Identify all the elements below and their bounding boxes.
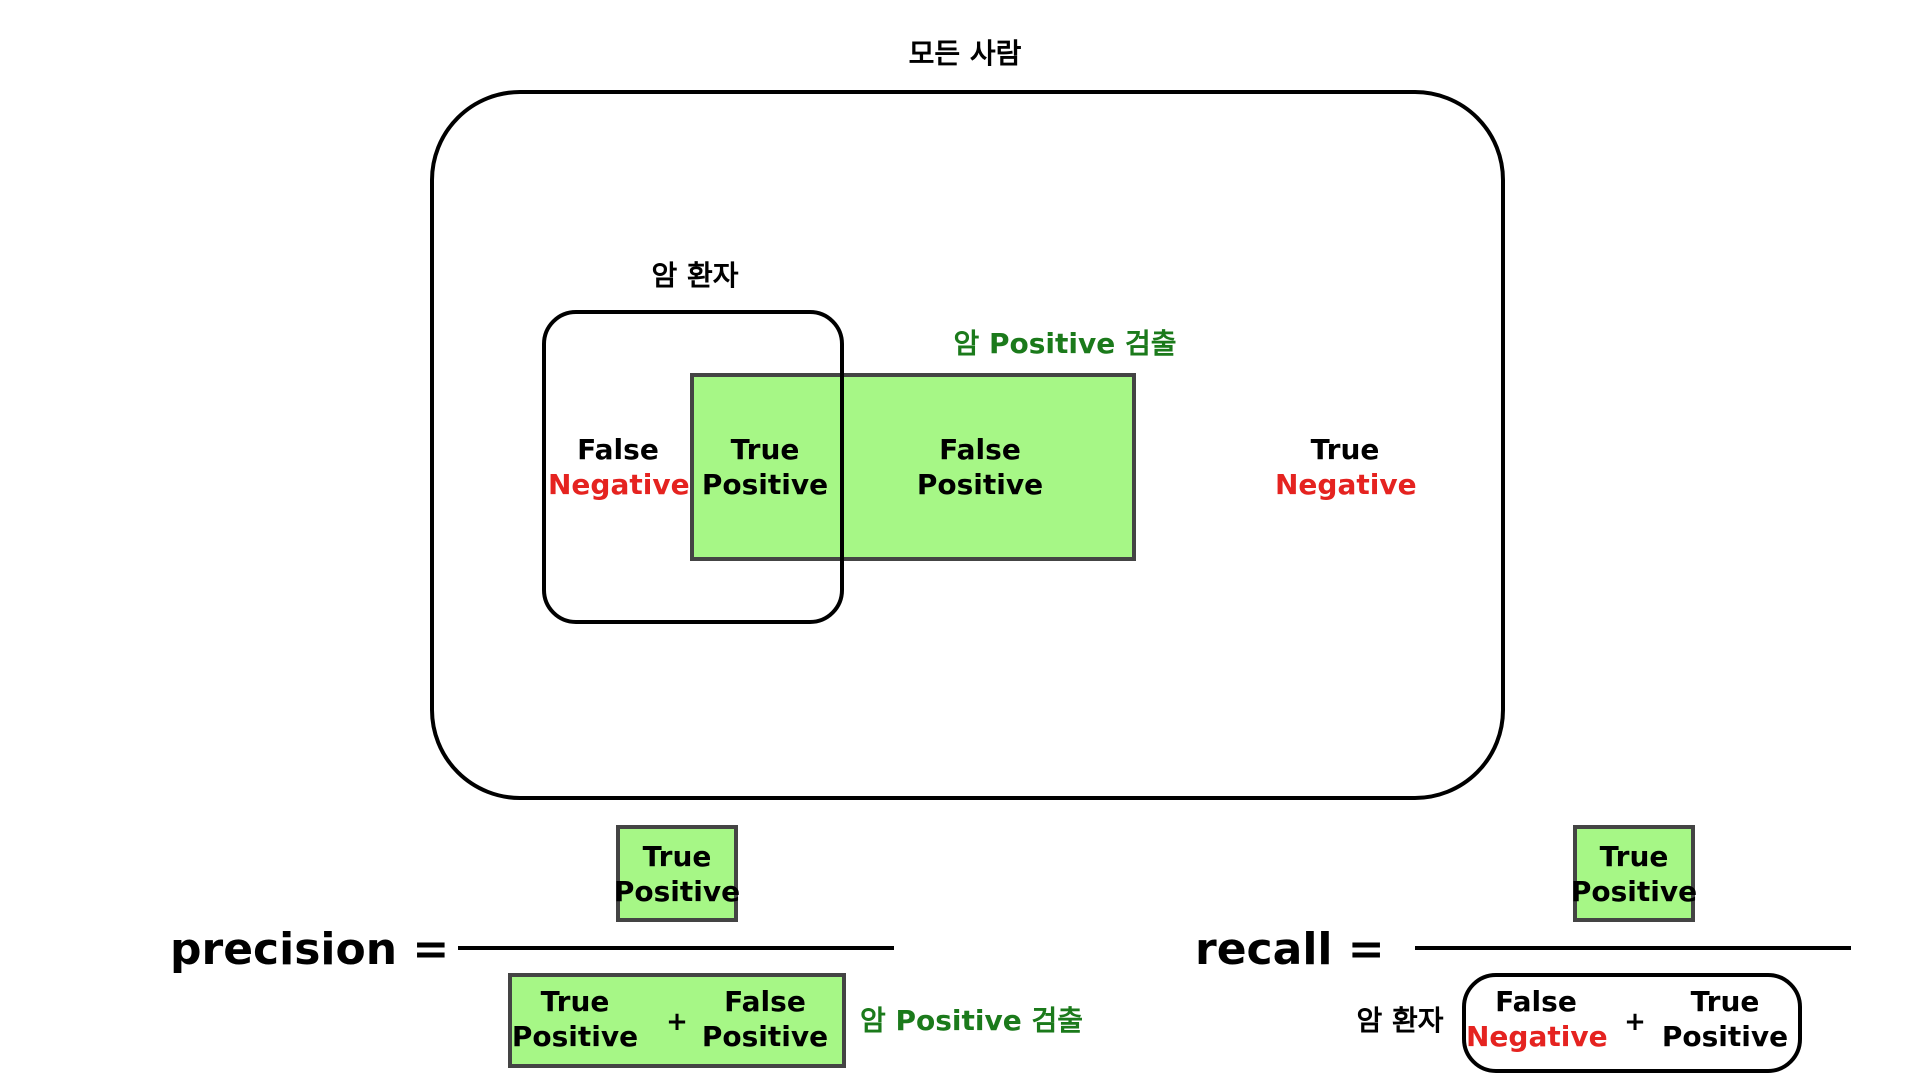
recall-numerator-box: True Positive	[1571, 825, 1697, 922]
recall-denominator-true-positive: True Positive	[1661, 985, 1789, 1053]
precision-denominator-box	[508, 973, 846, 1068]
precision-fraction-bar	[458, 946, 894, 950]
precision-denominator-false-positive: False Positive	[701, 985, 829, 1053]
true-positive-label: True Positive	[701, 433, 829, 501]
positive-detection-box	[690, 373, 1136, 561]
all-people-label: 모든 사람	[908, 37, 1022, 70]
cancer-patients-box	[542, 310, 844, 624]
precision-label: precision =	[170, 924, 450, 975]
recall-fraction-bar	[1415, 946, 1851, 950]
recall-label: recall =	[1195, 924, 1385, 975]
positive-detection-label: 암 Positive 검출	[953, 327, 1177, 360]
recall-denominator-false-negative: False Negative	[1466, 985, 1608, 1053]
all-people-box	[430, 90, 1505, 800]
recall-denominator-caption: 암 환자	[1356, 1004, 1444, 1037]
precision-numerator-box: True Positive	[614, 825, 740, 922]
false-positive-label: False Positive	[916, 433, 1044, 501]
cancer-patients-label: 암 환자	[651, 259, 739, 292]
precision-denominator-true-positive: True Positive	[511, 985, 639, 1053]
false-negative-label: False Negative	[548, 433, 690, 501]
precision-denominator-caption: 암 Positive 검출	[860, 1004, 1084, 1037]
precision-plus: +	[666, 1007, 688, 1037]
true-negative-label: True Negative	[1275, 433, 1417, 501]
recall-plus: +	[1624, 1007, 1646, 1037]
